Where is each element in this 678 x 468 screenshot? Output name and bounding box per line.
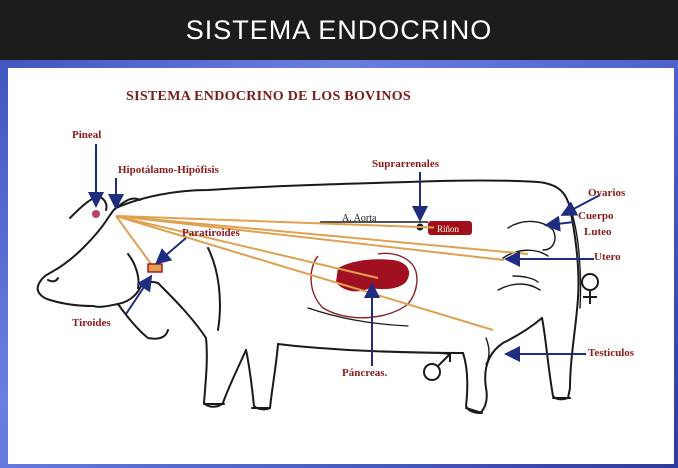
female-symbol	[581, 273, 599, 304]
label-suprarrenales: Suprarrenales	[372, 158, 440, 170]
label-testiculos: Testiculos	[588, 347, 635, 359]
diagram-panel: SISTEMA ENDOCRINO DE LOS BOVINOS Pineal …	[8, 68, 674, 464]
cow-diagram	[36, 144, 601, 414]
label-hipotalamo: Hipotálamo-Hipófisis	[118, 164, 219, 176]
label-utero: Utero	[594, 251, 621, 263]
label-pineal: Pineal	[72, 129, 102, 141]
tiroides-gland	[147, 263, 163, 273]
label-aorta: A. Aorta	[342, 213, 377, 224]
male-symbol	[423, 352, 451, 381]
label-luteo: Luteo	[584, 226, 612, 238]
label-rinon: Riñon	[434, 223, 463, 235]
title-bar: SISTEMA ENDOCRINO	[0, 0, 678, 60]
label-arrows	[88, 144, 601, 366]
label-pancreas: Páncreas.	[342, 367, 388, 379]
label-cuerpo: Cuerpo	[578, 210, 614, 222]
pineal-gland	[92, 210, 100, 218]
label-ovarios: Ovarios	[588, 187, 626, 199]
label-paratiroides: Paratiroides	[182, 227, 240, 239]
pancreas-organ	[336, 259, 410, 292]
slide-title: SISTEMA ENDOCRINO	[185, 14, 493, 45]
connector-lines	[115, 215, 529, 331]
diagram-heading: SISTEMA ENDOCRINO DE LOS BOVINOS	[126, 89, 411, 104]
cow-outline	[36, 179, 582, 414]
label-tiroides: Tiroides	[72, 317, 111, 329]
